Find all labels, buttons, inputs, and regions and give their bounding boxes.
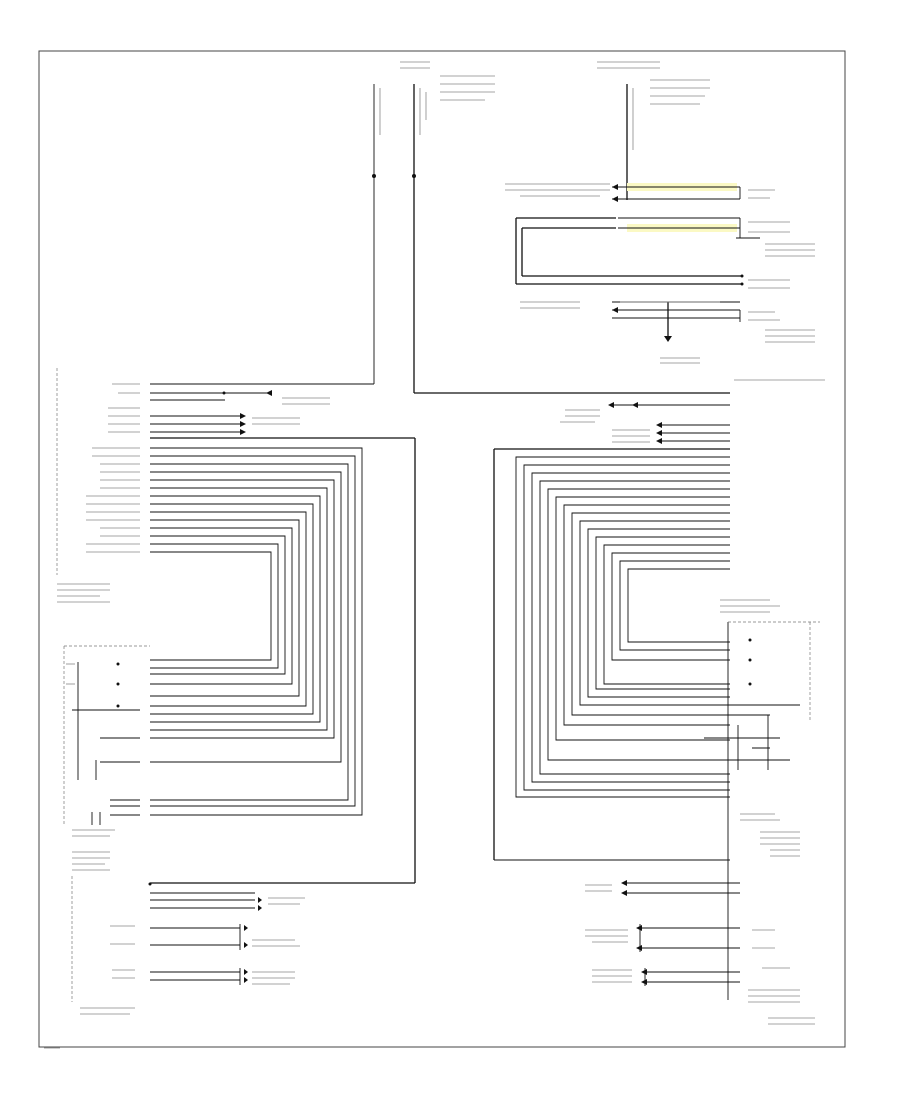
bundle-wire — [150, 535, 286, 675]
rear-seat-module — [493, 379, 825, 861]
diagram-frame — [38, 50, 846, 1048]
rear-seat-switch — [704, 621, 820, 1000]
bundle-wire — [150, 511, 307, 707]
bundle-wire — [619, 560, 730, 651]
bundle-wire — [627, 568, 730, 643]
bundle-wire — [150, 479, 335, 739]
bundle-wire — [150, 503, 314, 715]
bundle-wire — [595, 536, 730, 690]
bundle-wire — [150, 527, 293, 685]
bundle-wire — [150, 471, 342, 763]
left-wire-bundle — [150, 447, 363, 816]
bundle-wire — [611, 552, 730, 661]
bundle-wire — [150, 447, 363, 816]
lower-right-connections — [585, 880, 815, 1025]
right-wire-bundle — [515, 456, 730, 798]
bundle-wire — [571, 512, 730, 716]
bundle-wire — [603, 544, 730, 685]
bundle-wire — [555, 496, 730, 741]
bundle-wire — [150, 551, 272, 661]
bundle-wire — [150, 487, 328, 731]
bundle-wire — [515, 456, 730, 798]
bundle-wire — [150, 543, 279, 669]
top-right-feed — [505, 61, 815, 364]
passenger-seat-switch — [63, 645, 150, 871]
bundle-wire — [523, 464, 730, 791]
bundle-wire — [539, 480, 730, 775]
bundle-wire — [150, 463, 349, 801]
bundle-wire — [563, 504, 730, 726]
bundle-wire — [150, 455, 356, 807]
lower-left-connections — [44, 876, 305, 1049]
passenger-seat-module — [56, 368, 416, 886]
bundle-wire — [579, 520, 730, 706]
bundle-wire — [587, 528, 730, 698]
bundle-wire — [547, 488, 730, 761]
top-center-feed — [150, 61, 730, 394]
bundle-wire — [150, 495, 321, 723]
bundle-wire — [531, 472, 730, 783]
bundle-wire — [150, 519, 300, 697]
